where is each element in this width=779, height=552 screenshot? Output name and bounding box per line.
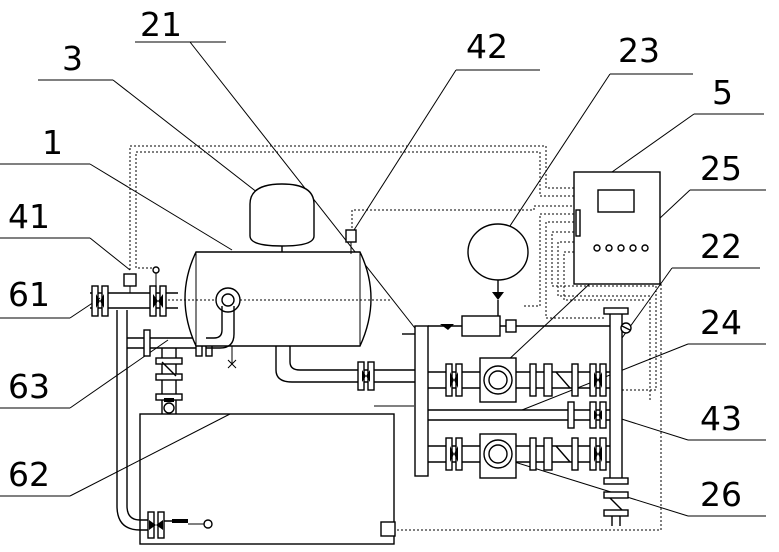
- top-sensor-assembly: [428, 316, 622, 336]
- tank-3-body: [250, 184, 314, 246]
- steady-flow-tank-3: [250, 184, 356, 254]
- flange-63a: [144, 330, 150, 356]
- vessel-23-body: [468, 224, 528, 280]
- label-42: 42: [466, 27, 508, 66]
- cabinet-button-3: [618, 245, 624, 251]
- leader-42: [354, 70, 456, 230]
- bypass24-flange-a: [568, 402, 574, 428]
- tank-body: [140, 414, 394, 544]
- leader-63: [70, 340, 168, 408]
- cabinet-display: [598, 190, 634, 212]
- pump-row-2: [428, 434, 612, 478]
- flow-meter-fitting: [506, 320, 516, 332]
- cabinet-button-1: [594, 245, 600, 251]
- suction-manifold: [374, 326, 428, 476]
- label-23: 23: [618, 31, 660, 70]
- leader-41: [90, 238, 130, 270]
- flange-63d: [156, 358, 182, 364]
- discharge-bottom-flange-a: [604, 478, 628, 484]
- label-1: 1: [42, 123, 63, 162]
- suction-manifold-body: [415, 326, 428, 476]
- pump-2-inner: [489, 445, 507, 463]
- pressure-gauge-61: [153, 267, 159, 273]
- label-24: 24: [700, 303, 742, 342]
- discharge-manifold-body: [610, 312, 622, 482]
- foot-valve-63-cap: [164, 398, 174, 402]
- bypass-24: [428, 402, 612, 428]
- sensor-41: [124, 274, 136, 286]
- manhole-inner: [222, 294, 234, 306]
- tank-level-sensor: [381, 522, 395, 536]
- leader-62: [70, 414, 230, 496]
- cabinet-button-4: [630, 245, 636, 251]
- tank-outlet-pipe: [276, 346, 420, 390]
- label-25: 25: [700, 149, 742, 188]
- row1-check: [556, 372, 570, 388]
- row2-check: [556, 446, 570, 462]
- valve-61b: [153, 294, 163, 308]
- label-3: 3: [62, 39, 83, 78]
- leader-5: [612, 114, 694, 172]
- label-41: 41: [8, 197, 50, 236]
- pump-1-inner: [489, 371, 507, 389]
- flow-arrow: [440, 324, 454, 330]
- outlet-pipe-bottom: [290, 346, 420, 370]
- float-ball: [204, 520, 212, 528]
- discharge-top-flange: [604, 308, 628, 314]
- vessel-23-valve: [492, 292, 504, 300]
- label-21: 21: [140, 5, 182, 44]
- discharge-bottom-flange-b: [604, 492, 628, 498]
- flange-63e: [156, 374, 182, 380]
- cabinet-handle: [576, 210, 580, 236]
- discharge-bottom-flange-c: [604, 510, 628, 516]
- label-61: 61: [8, 275, 50, 314]
- wire-sensor: [522, 214, 574, 306]
- row1-flange-e: [572, 364, 578, 396]
- label-63: 63: [8, 367, 50, 406]
- label-62: 62: [8, 455, 50, 494]
- pressure-vessel-23: [468, 224, 528, 316]
- cabinet-button-5: [642, 245, 648, 251]
- inlet-elbow-inner: [127, 506, 150, 520]
- row2-flange-e: [572, 438, 578, 470]
- leader-43: [612, 416, 688, 440]
- cabinet-body: [574, 172, 660, 284]
- foot-valve-63: [164, 403, 174, 413]
- control-cabinet-5: [574, 172, 660, 284]
- valve-61: [96, 294, 104, 308]
- discharge-manifold-22: [604, 308, 631, 526]
- label-22: 22: [700, 227, 742, 266]
- row1-flange-c: [530, 364, 536, 396]
- tank-1-body: [185, 252, 371, 346]
- water-tank: [140, 414, 395, 544]
- sensor-42: [346, 230, 356, 242]
- leader-3: [113, 80, 258, 193]
- inlet-header-61: [90, 267, 178, 316]
- wire-42: [352, 206, 574, 228]
- row1-flange-d: [544, 364, 552, 396]
- cabinet-button-2: [606, 245, 612, 251]
- discharge-check: [610, 498, 622, 510]
- leader-1: [90, 164, 232, 250]
- outlet-pipe-top: [276, 346, 420, 382]
- row2-flange-c: [530, 438, 536, 470]
- row2-flange-d: [544, 438, 552, 470]
- label-26: 26: [700, 475, 742, 514]
- pump-row-1: [428, 358, 612, 402]
- float-arm: [172, 519, 188, 523]
- label-5: 5: [712, 73, 733, 112]
- label-43: 43: [700, 399, 742, 438]
- flow-meter-body: [462, 316, 500, 336]
